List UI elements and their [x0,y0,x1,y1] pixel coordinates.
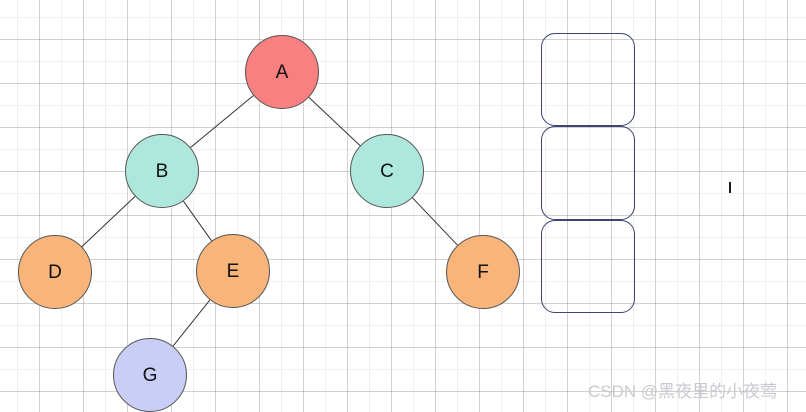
graph-node-d[interactable]: D [18,235,92,309]
graph-node-e[interactable]: E [196,234,270,308]
graph-node-label: F [477,261,489,283]
edge-a-c[interactable] [308,97,361,146]
stack-cell-2[interactable] [541,126,635,220]
graph-node-label: C [380,160,394,182]
stack-cell-3[interactable] [541,219,635,313]
graph-node-label: E [226,260,240,282]
graph-node-b[interactable]: B [125,134,199,208]
edge-b-d[interactable] [81,196,136,247]
watermark-text: CSDN @黑夜里的小夜莺 [588,382,778,401]
edge-c-f[interactable] [412,197,458,246]
graph-node-g[interactable]: G [113,338,187,412]
edge-a-b[interactable] [190,95,254,148]
graph-node-c[interactable]: C [350,134,424,208]
edge-e-g[interactable] [172,299,211,347]
graph-node-label: A [275,61,289,83]
graph-node-f[interactable]: F [446,235,520,309]
text-caret [729,182,731,193]
graph-node-label: G [142,364,158,386]
graph-node-label: D [48,261,62,283]
edge-b-e[interactable] [183,200,212,242]
graph-node-label: B [155,160,169,182]
graph-node-a[interactable]: A [245,35,319,109]
stack-cell-1[interactable] [541,33,635,127]
